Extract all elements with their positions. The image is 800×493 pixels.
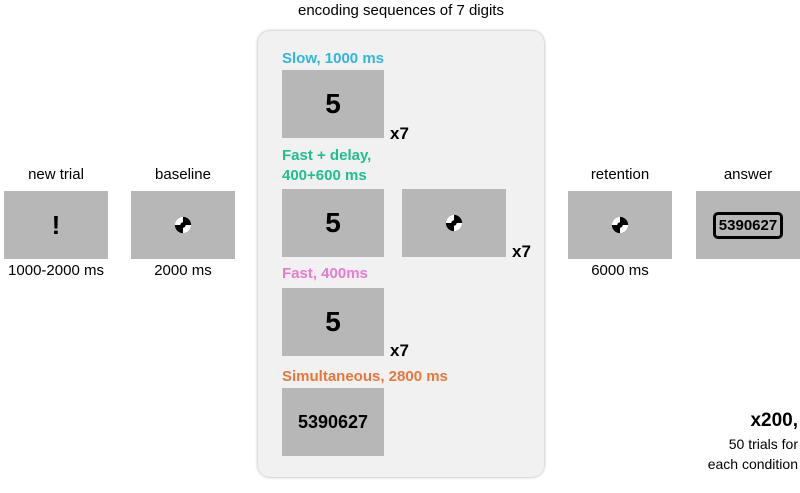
- answer-title: answer: [723, 166, 773, 183]
- exclamation-symbol: !: [51, 209, 61, 240]
- slow-digit-screen: 5: [282, 70, 384, 138]
- retention-title: retention: [590, 166, 650, 183]
- retention-screen: [568, 191, 672, 259]
- answer-input-box: 5390627: [713, 212, 783, 238]
- new-trial-duration: 1000-2000 ms: [8, 262, 104, 279]
- fast-delay-repeat: x7: [512, 242, 531, 261]
- fast-digit: 5: [325, 306, 341, 337]
- fast-delay-condition-label-line2: 400+600 ms: [282, 167, 367, 184]
- fixation-icon: [445, 214, 463, 232]
- baseline-screen: [131, 191, 235, 259]
- trial-count: x200,: [750, 410, 798, 431]
- trial-count-note-line1: 50 trials for: [728, 436, 798, 452]
- fast-delay-digit-screen: 5: [282, 189, 384, 257]
- slow-condition-label: Slow, 1000 ms: [282, 50, 384, 67]
- fixation-icon: [174, 216, 192, 234]
- fixation-icon: [611, 216, 629, 234]
- fast-digit-screen: 5: [282, 288, 384, 356]
- simultaneous-condition-label: Simultaneous, 2800 ms: [282, 368, 448, 385]
- fast-delay-fixation-screen: [402, 189, 506, 257]
- slow-digit: 5: [325, 88, 341, 119]
- simultaneous-sequence: 5390627: [297, 411, 369, 432]
- new-trial-screen: !: [4, 191, 108, 259]
- fast-repeat: x7: [390, 341, 409, 360]
- retention-duration: 6000 ms: [591, 262, 649, 279]
- fast-condition-label: Fast, 400ms: [282, 265, 368, 282]
- simultaneous-sequence-screen: 5390627: [282, 388, 384, 456]
- slow-repeat: x7: [390, 124, 409, 143]
- answer-screen: 5390627: [696, 191, 800, 259]
- encoding-header: encoding sequences of 7 digits: [298, 2, 504, 19]
- trial-count-note-line2: each condition: [707, 456, 798, 472]
- new-trial-title: new trial: [28, 166, 84, 183]
- fast-delay-condition-label-line1: Fast + delay,: [282, 147, 372, 164]
- fast-delay-digit: 5: [325, 207, 341, 238]
- baseline-duration: 2000 ms: [154, 262, 212, 279]
- baseline-title: baseline: [155, 166, 211, 183]
